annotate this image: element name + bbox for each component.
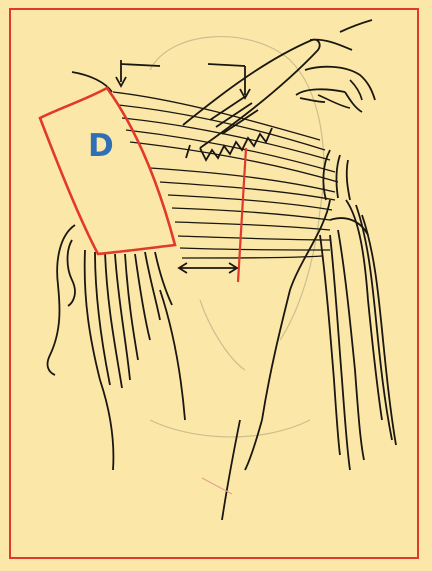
- guide-line: [238, 148, 246, 282]
- combed-hair-section: [113, 92, 338, 258]
- scissors-icon: [318, 80, 362, 108]
- double-arrow-icon: [179, 263, 237, 273]
- faint-head-outline: [150, 37, 324, 437]
- measure-arrows-top: [116, 60, 250, 98]
- section-label: D: [88, 126, 128, 166]
- hand-top-right: [296, 20, 375, 112]
- section-outline: [40, 88, 175, 254]
- hand-holding-hair: [222, 150, 396, 520]
